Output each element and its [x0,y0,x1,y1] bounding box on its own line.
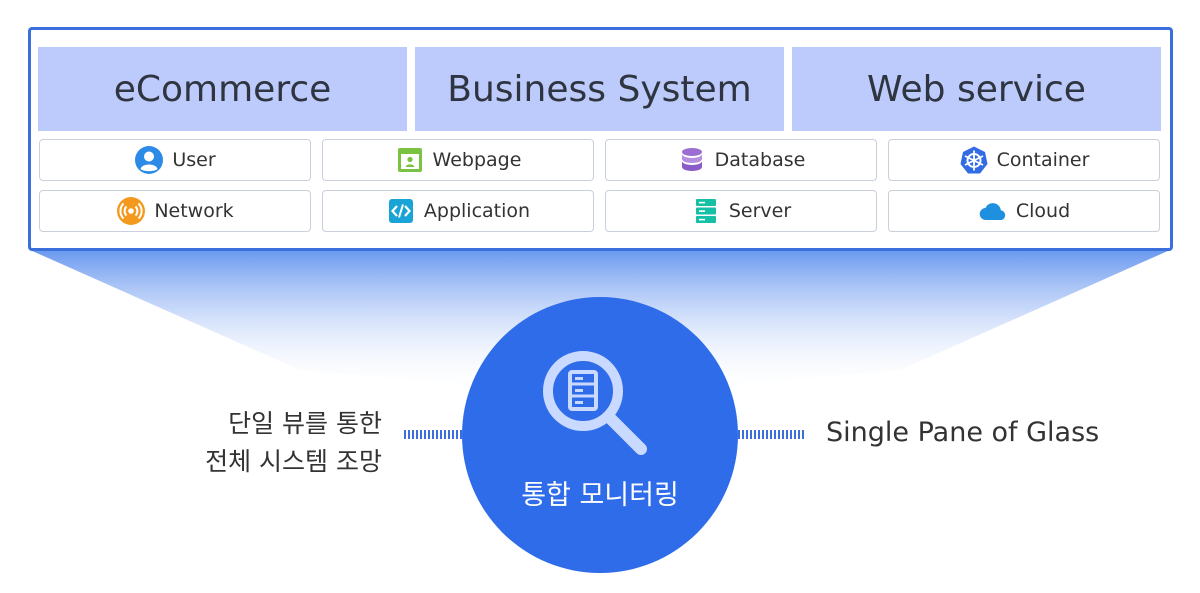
left-caption-line2: 전체 시스템 조망 [205,447,382,476]
component-application: Application [322,190,594,232]
server-icon [695,199,716,223]
component-label: Database [714,149,806,171]
application-icon [388,199,413,223]
component-webpage: Webpage [322,139,594,181]
component-label: Server [728,200,792,222]
component-database: Database [605,139,877,181]
category-ecommerce: eCommerce [38,47,407,131]
component-label: Cloud [1015,200,1071,222]
container-icon [960,146,988,174]
integrated-monitoring-circle: 통합 모니터링 [462,297,738,573]
network-icon [117,197,146,225]
component-server: Server [605,190,877,232]
left-caption-line1: 단일 뷰를 통한 [228,409,382,438]
user-icon [135,146,164,174]
component-label: Application [423,200,531,222]
cloud-icon [979,203,1006,221]
component-label: Webpage [432,149,522,171]
left-caption: 단일 뷰를 통한 전체 시스템 조망 [150,405,382,481]
component-user: User [39,139,311,181]
webpage-icon [397,148,422,172]
component-label: Network [154,200,234,222]
magnifier-server-icon [543,351,647,455]
right-connector [738,430,806,439]
component-label: Container [996,149,1090,171]
right-caption: Single Pane of Glass [826,417,1100,448]
database-icon [681,148,702,171]
component-container: Container [888,139,1160,181]
system-frame: eCommerce Business System Web service Us… [28,27,1173,251]
component-network: Network [39,190,311,232]
category-business-system: Business System [415,47,784,131]
component-cloud: Cloud [888,190,1160,232]
category-web-service: Web service [792,47,1161,131]
left-connector [404,430,462,439]
center-title: 통합 모니터링 [521,480,679,511]
component-label: User [172,149,216,171]
